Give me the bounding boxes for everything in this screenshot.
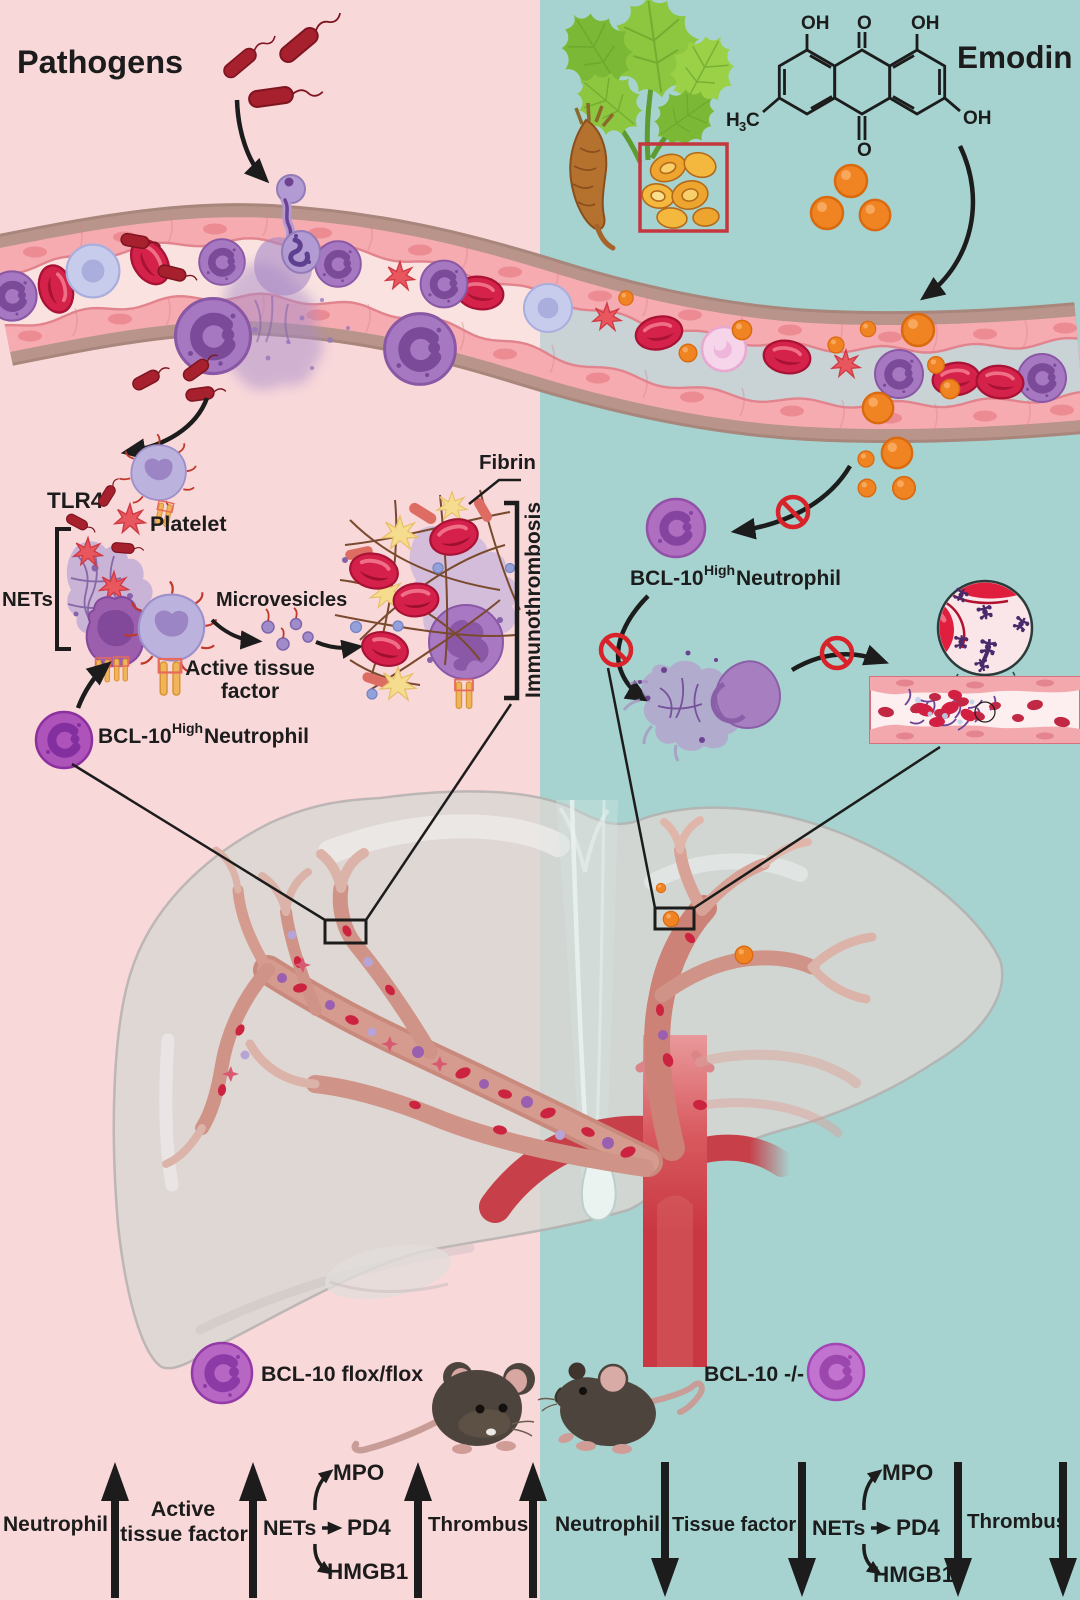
svg-text:Microvesicles: Microvesicles [216,589,347,611]
svg-text:NETs: NETs [263,1516,316,1540]
svg-text:PD4: PD4 [896,1515,940,1540]
svg-text:High: High [172,720,203,736]
svg-text:OH: OH [963,108,992,129]
svg-text:Tissue factor: Tissue factor [672,1514,796,1536]
svg-text:Neutrophil: Neutrophil [736,567,841,590]
svg-text:Active: Active [151,1497,216,1521]
svg-text:Immunothrombosis: Immunothrombosis [522,502,545,698]
svg-text:Platelet: Platelet [150,512,226,536]
svg-text:HMGB1: HMGB1 [327,1559,408,1584]
svg-text:Thrombus: Thrombus [428,1513,528,1536]
svg-text:tissue factor: tissue factor [120,1522,248,1546]
svg-text:Active tissue: Active tissue [185,657,315,680]
svg-text:Neutrophil: Neutrophil [555,1513,660,1536]
svg-text:O: O [857,13,872,34]
svg-text:C: C [746,110,760,131]
svg-text:O: O [857,140,872,161]
svg-text:PD4: PD4 [347,1515,391,1540]
svg-text:OH: OH [911,13,940,34]
svg-text:Fibrin: Fibrin [479,451,536,474]
svg-text:BCL-10: BCL-10 [630,567,704,590]
svg-text:MPO: MPO [333,1460,384,1485]
svg-text:NETs: NETs [2,588,53,611]
svg-text:Neutrophil: Neutrophil [204,725,309,748]
svg-text:3: 3 [739,119,746,134]
svg-text:High: High [704,562,735,578]
svg-text:Emodin: Emodin [957,39,1073,75]
svg-text:BCL-10 -/-: BCL-10 -/- [704,1363,804,1386]
svg-text:OH: OH [801,13,830,34]
svg-text:factor: factor [221,680,279,703]
svg-text:Pathogens: Pathogens [17,44,183,80]
svg-text:H: H [726,110,740,131]
svg-text:MPO: MPO [882,1460,933,1485]
svg-text:NETs: NETs [812,1516,865,1540]
svg-text:Neutrophil: Neutrophil [3,1513,108,1536]
svg-text:TLR4: TLR4 [47,488,104,513]
svg-text:HMGB1: HMGB1 [873,1562,954,1587]
svg-text:BCL-10: BCL-10 [98,725,172,748]
svg-text:BCL-10 flox/flox: BCL-10 flox/flox [261,1362,423,1386]
svg-text:Thrombus: Thrombus [967,1510,1067,1533]
